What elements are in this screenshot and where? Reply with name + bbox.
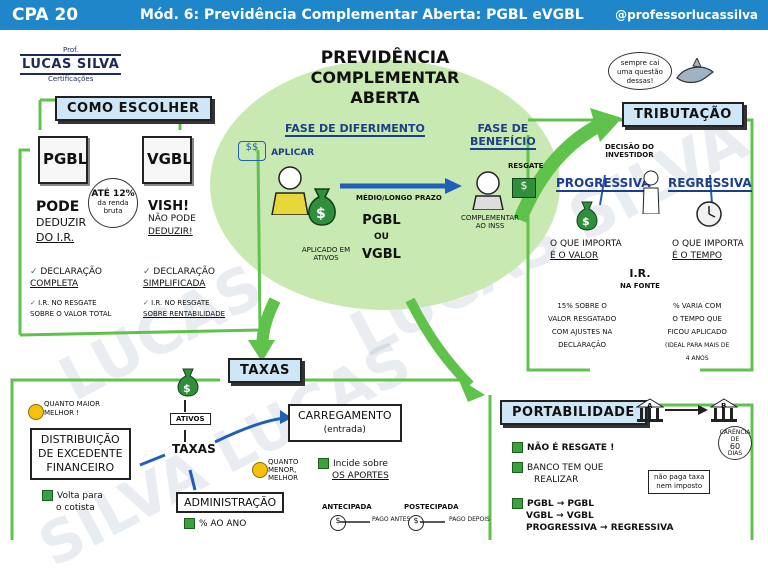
taxas-label: TAXAS [172,442,216,456]
pgbl-ou-vgbl: PGBL OU VGBL [362,213,401,262]
svg-text:$: $ [582,215,590,228]
vgbl-declaracao: ✓ DECLARAÇÃO SIMPLIFICADA [143,267,215,289]
progressiva-importa: O QUE IMPORTA É O VALOR [550,239,622,261]
person-icon [268,165,312,216]
header-bar: CPA 20 Mód. 6: Previdência Complementar … [0,0,768,30]
progressiva-15pct: 15% SOBRE O VALOR RESGATADO COM AJUSTES … [548,302,617,349]
investor-icon [641,170,661,215]
nao-paga-taxa-box: não paga taxa nem imposto [648,470,711,494]
banco-tem-que-realizar: BANCO TEM QUE REALIZAR [512,462,603,486]
incide-aportes: Incide sobre OS APORTES [318,458,389,482]
quanto-menor: QUANTO MENOR, MELHOR [268,458,299,482]
money-bag-icon-2: $ [574,198,600,232]
aplicado-label: APLICADO EM ATIVOS [301,246,351,262]
tributacao-title: TRIBUTAÇÃO [622,102,744,127]
smiley-icon [28,404,44,420]
medio-longo-label: MÉDIO/LONGO PRAZO [356,194,442,202]
pgbl-declaracao: ✓ DECLARAÇÃO COMPLETA [30,267,102,289]
smiley-icon-2 [252,462,268,478]
pago-antes: PAGO ANTES [372,516,411,523]
arrow-to-portabilidade [405,297,474,389]
coins-icon: $$ [238,140,266,161]
resgate-label: RESGATE [508,162,544,170]
vgbl-card: VGBL [142,136,192,184]
pgbl-pode-block: PODE DEDUZIR DO I.R. [36,199,87,245]
clock-icon [695,200,723,228]
como-escolher-title: COMO ESCOLHER [55,96,212,121]
quanto-maior: QUANTO MAIOR MELHOR ! [44,400,100,417]
volta-cotista: Volta para o cotista [42,490,103,514]
decisao-investidor: DECISÃO DO INVESTIDOR [605,143,654,159]
logo: Prof. LUCAS SILVA Certificações [20,46,122,83]
progressiva-label: PROGRESSIVA [556,176,651,192]
pgbl-card: PGBL [38,136,88,184]
fase-beneficio-label: FASE DE BENEFÍCIO [470,122,536,150]
portabilidade-regras: PGBL → PGBL VGBL → VGBL PROGRESSIVA → RE… [512,498,673,534]
taxas-title: TAXAS [228,358,302,383]
ativos-label: ATIVOS [170,413,211,425]
carencia-bubble: CARÊNCIA DE 60 DIAS [718,426,752,460]
postecipada-label: POSTECIPADA [404,503,459,511]
coin-icon-2: $ [408,515,424,531]
ao-ano: % AO ANO [184,518,246,529]
pgbl-ir-resgate: ✓ I.R. NO RESGATE SOBRE O VALOR TOTAL [30,299,112,318]
fase-diferimento-label: FASE DE DIFERIMENTO [285,122,425,137]
distribuicao-excedente-box: DISTRIBUIÇÃO DE EXCEDENTE FINANCEIRO [30,428,131,480]
cash-icon: $ [512,178,536,198]
regressiva-label: REGRESSIVA [668,176,752,192]
regressiva-varia: % VARIA COM O TEMPO QUE FICOU APLICADO (… [665,302,730,362]
svg-text:$: $ [316,206,326,222]
svg-text:$: $ [183,382,191,395]
aplicar-block: $$ APLICAR [238,140,314,161]
bank-b-icon [709,398,739,424]
course-title: CPA 20 [12,5,79,25]
antecipada-label: ANTECIPADA [322,503,372,511]
carregamento-box: CARREGAMENTO (entrada) [288,404,402,442]
nao-e-resgate: NÃO É RESGATE ! [512,442,614,453]
retiree-icon [470,170,506,211]
portabilidade-title: PORTABILIDADE [500,400,647,425]
money-bag-icon-3: $ [175,366,201,398]
shark-icon [675,56,715,88]
coin-icon: $ [330,515,346,531]
bank-a-icon [635,398,665,424]
module-title: Mód. 6: Previdência Complementar Aberta:… [140,7,584,23]
regressiva-importa: O QUE IMPORTA É O TEMPO [672,239,744,261]
shark-speech-bubble: sempre cai uma questão dessas! [608,52,672,90]
pago-depois: PAGO DEPOIS [449,516,490,523]
vgbl-ir-resgate: ✓ I.R. NO RESGATE SOBRE RENTABILIDADE [143,299,226,318]
money-bag-icon: $ [305,183,339,227]
vgbl-vish-block: VISH! NÃO PODE DEDUZIR! [148,199,196,237]
center-title: PREVIDÊNCIA COMPLEMENTAR ABERTA [310,48,460,107]
diagram-canvas [10,60,754,540]
ir-na-fonte: I.R. NA FONTE [620,267,660,291]
administracao-box: ADMINISTRAÇÃO [176,492,285,513]
ate-12-bubble: ATÉ 12% da renda bruta [88,178,138,228]
instagram-handle: @professorlucassilva [615,8,758,22]
complementar-label: COMPLEMENTAR AO INSS [460,214,520,230]
